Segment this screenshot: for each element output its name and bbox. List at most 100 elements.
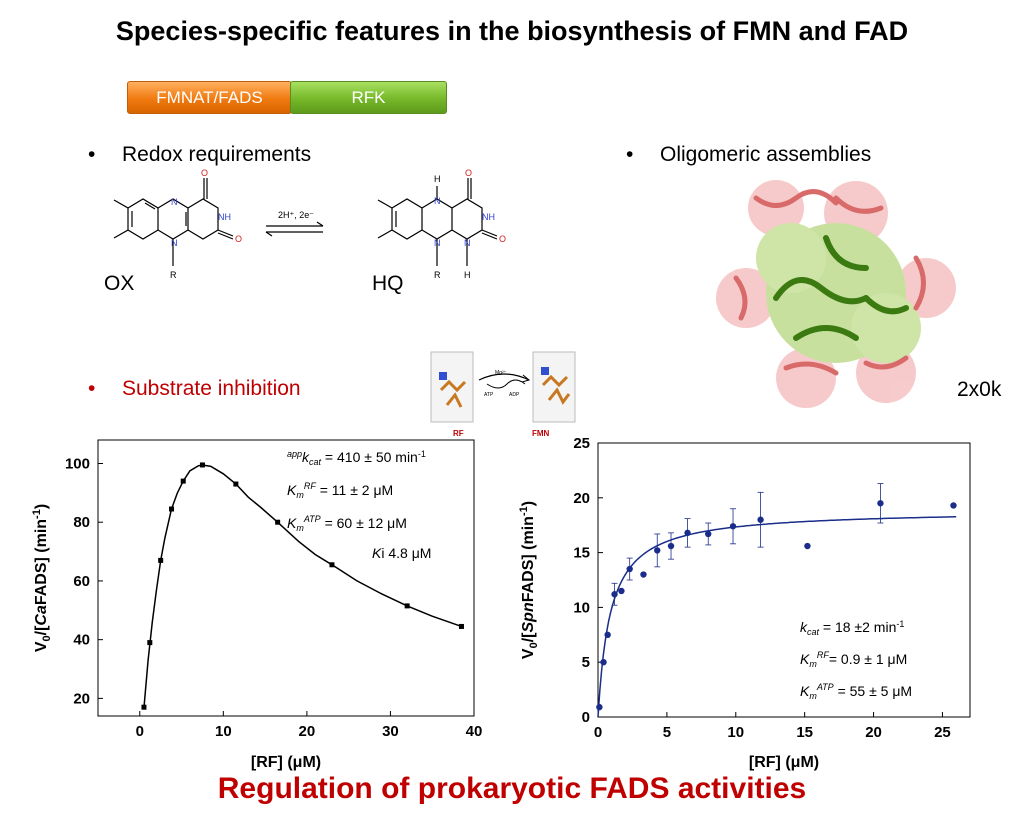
data-point: [600, 659, 607, 666]
data-point: [877, 500, 884, 507]
ox-atom-n-top: N: [171, 197, 178, 207]
chart2-ylabel: V0/[SpnFADS] (min-1): [518, 501, 540, 659]
data-point: [640, 571, 647, 578]
data-point: [667, 542, 675, 550]
hq-atom-o-right: O: [499, 234, 506, 244]
y-tick-label: 20: [73, 690, 90, 707]
y-tick-label: 25: [573, 435, 590, 452]
chart1-xlabel: [RF] (μM): [251, 754, 321, 771]
chart-cafads: 0 10 20 30 40 20 40 60 80 100 [RF] (μM) V0/[CaFAD…: [31, 439, 483, 771]
ox-label: OX: [104, 272, 135, 295]
reaction-adp: ADP: [509, 392, 520, 398]
data-point: [757, 516, 764, 523]
protein-structure-image: [716, 180, 956, 408]
hq-atom-h-bottom: H: [464, 270, 471, 280]
x-tick-label: 20: [299, 723, 316, 740]
data-point: [654, 547, 661, 554]
ox-atom-nh: NH: [218, 212, 231, 222]
y-tick-label: 0: [582, 709, 590, 726]
x-tick-label: 0: [594, 724, 602, 741]
pdb-code-label: 2x0k: [957, 378, 1002, 401]
y-tick-label: 60: [73, 573, 90, 590]
chart1-ylabel: V0/[CaFADS] (min-1): [31, 504, 53, 652]
chart1-annotation-kmatp: KmATP = 60 ± 12 μM: [287, 514, 407, 533]
x-tick-label: 10: [727, 724, 744, 741]
y-tick-label: 5: [582, 654, 590, 671]
y-tick-label: 15: [573, 545, 590, 562]
domain-bar-rfk: RFK: [290, 81, 447, 114]
reaction-atp: ATP: [484, 392, 494, 398]
hq-atom-r: R: [434, 270, 441, 280]
data-point: [158, 557, 164, 563]
reaction-cofactor: Mg²⁺: [495, 370, 507, 376]
ox-atom-n-bottom: N: [171, 238, 178, 248]
x-tick-label: 40: [466, 723, 483, 740]
chart-spnfads: 0 5 10 15 20 25 0 5 10 15 20 25 [RF] (μM) V0/[SpnFA…: [518, 435, 971, 771]
y-tick-label: 20: [573, 490, 590, 507]
data-point: [147, 640, 153, 646]
chart1-annotation-kcat: appkcat = 410 ± 50 min-1: [287, 449, 426, 467]
chart1-annotation-kmrf: KmRF = 11 ± 2 μM: [287, 481, 393, 500]
data-point: [684, 529, 691, 537]
bullet-oligomeric-text: Oligomeric assemblies: [660, 143, 872, 166]
data-point: [180, 478, 186, 484]
bullet-substrate-inhibition: •Substrate inhibition: [88, 377, 301, 401]
data-point: [705, 530, 712, 538]
hq-atom-h-top: H: [434, 174, 441, 184]
ox-atom-o-top: O: [201, 168, 208, 178]
chart2-annotation-kmatp: KmATP = 55 ± 5 μM: [800, 682, 912, 701]
slide-footer: Regulation of prokaryotic FADS activitie…: [217, 772, 807, 805]
x-tick-label: 0: [136, 723, 144, 740]
bullet-redox-text: Redox requirements: [122, 143, 312, 166]
hq-atom-n-top: N: [434, 196, 441, 206]
rf-to-fmn-reaction: Mg²⁺ ATP ADP: [430, 351, 576, 423]
data-point: [169, 506, 175, 512]
data-point: [141, 704, 147, 710]
data-point: [618, 587, 625, 595]
chart2-annotation-kcat: kcat = 18 ±2 min-1: [800, 619, 904, 637]
data-point: [329, 562, 335, 568]
x-tick-label: 30: [382, 723, 399, 740]
data-point: [804, 542, 811, 550]
ox-atom-o-right: O: [235, 234, 242, 244]
data-point: [950, 502, 957, 509]
x-tick-label: 15: [796, 724, 813, 741]
data-point: [404, 603, 410, 609]
x-tick-label: 25: [934, 724, 951, 741]
fmn-tag: FMN: [532, 429, 550, 438]
domain-bar-fmnat-fads: FMNAT/FADS: [127, 81, 292, 114]
slide-title: Species-specific features in the biosynt…: [115, 16, 909, 46]
x-tick-label: 20: [865, 724, 882, 741]
hq-label: HQ: [372, 272, 404, 295]
chart2-frame: [597, 442, 971, 718]
data-point: [275, 519, 281, 525]
chart1-annotation-ki: Ki 4.8 μM: [372, 545, 431, 561]
hq-atom-o-top: O: [465, 168, 472, 178]
chart1-fit-curve: [143, 464, 462, 708]
chart2-fit-curve: [597, 516, 957, 718]
bullet-substrate-text: Substrate inhibition: [122, 377, 301, 400]
chart2-annotation-kmrf: KmRF= 0.9 ± 1 μM: [800, 650, 907, 669]
flavin-redox-scheme: N N O O NH R 2H⁺, 2e⁻ H N N R O O NH N H: [113, 168, 506, 280]
data-point: [458, 623, 464, 629]
hq-atom-n-bottom: N: [434, 238, 441, 248]
y-tick-label: 80: [73, 514, 90, 531]
bullet-marker: •: [626, 143, 634, 166]
x-tick-label: 10: [215, 723, 232, 740]
bullet-oligomeric: • Oligomeric assemblies: [626, 143, 871, 167]
y-tick-label: 100: [65, 455, 90, 472]
data-point: [604, 631, 611, 638]
bullet-marker: •: [88, 143, 96, 166]
bullet-redox: • Redox requirements: [88, 143, 311, 167]
y-tick-label: 10: [573, 599, 590, 616]
data-point: [611, 591, 618, 598]
data-point: [626, 565, 633, 573]
rf-tag: RF: [453, 429, 464, 438]
x-tick-label: 5: [663, 724, 671, 741]
data-point: [199, 462, 205, 468]
chart1-frame: [97, 439, 475, 717]
y-tick-label: 40: [73, 632, 90, 649]
chart2-xlabel: [RF] (μM): [749, 754, 819, 771]
hq-atom-n-lower: N: [464, 238, 471, 248]
hq-atom-nh: NH: [482, 212, 495, 222]
